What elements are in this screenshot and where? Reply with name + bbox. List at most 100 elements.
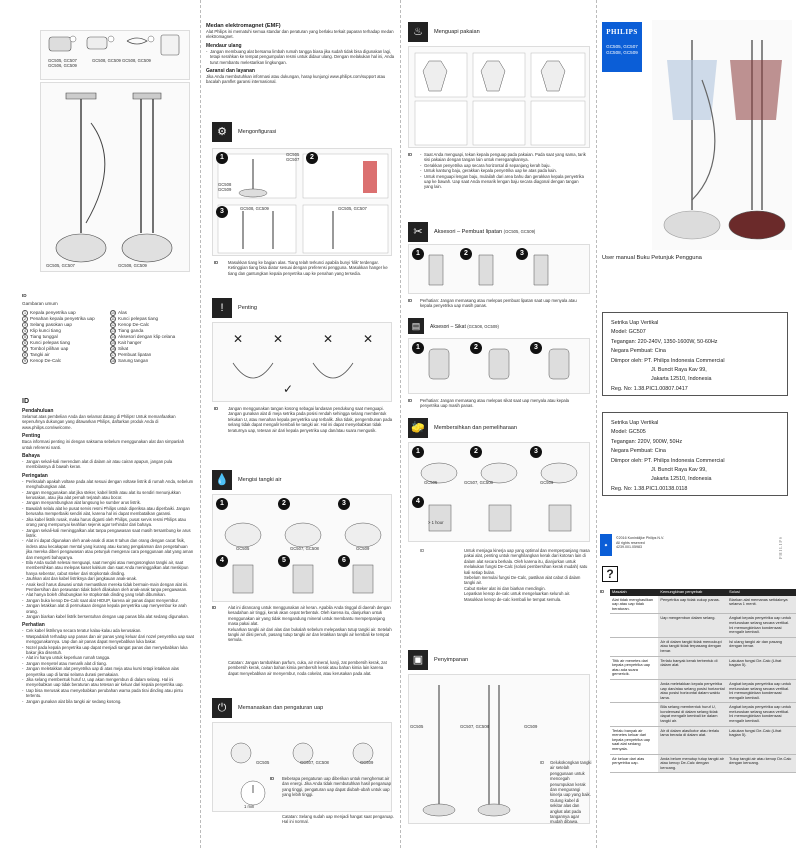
step-1-marker: 1 — [412, 248, 424, 260]
emf-heading: Medan elektromagnet (EMF) — [206, 23, 281, 29]
part-label: Tangki air — [30, 352, 50, 358]
table-cell: Terlalu banyak air menetes keluar dari k… — [610, 726, 659, 755]
spec-line: Diimpor oleh: PT. Philips Indonesia Comm… — [611, 457, 725, 464]
store-note: Gelukokongkan tangki air setelah penggun… — [550, 760, 592, 825]
steaming-garment-illustration — [414, 52, 586, 146]
configure-title: Mengonfigurasi — [238, 129, 277, 135]
guarantee-heading: Garansi dan layanan — [206, 68, 255, 75]
table-header-cell: Solusi — [727, 589, 796, 596]
brush-title: Aksesori – Sikat (GC508, GC509) — [430, 324, 499, 330]
fill-caution: Catatan: Jangan tambahkan parfum, cuka, … — [228, 660, 387, 676]
table-cell: Anda meletakkan kepala penyetrika uap da… — [658, 679, 728, 704]
part-number: 1 — [22, 310, 28, 317]
safety-section: ID Pendahuluan Selamat atas pembelian An… — [22, 395, 194, 705]
table-cell — [610, 679, 659, 704]
part-label: Tiang tunggal — [30, 334, 58, 340]
step-2-marker: 2 — [460, 248, 472, 260]
id-tag: ID — [270, 776, 275, 781]
column-cover: PHILIPS GC505, GC507 GC508, GC509 User m… — [596, 0, 802, 848]
table-cell: Angkat kepala penyetrika uap untuk melur… — [727, 613, 796, 638]
part-label: Selang pasokan uap — [30, 322, 72, 328]
id-tag: ID — [214, 406, 219, 411]
heat-caution: Catatan: Selang sudah uap menjadi hangat… — [282, 814, 394, 825]
part-number: 17 — [110, 352, 116, 359]
brand-box: PHILIPS GC505, GC507 GC508, GC509 — [602, 22, 642, 72]
part-number: 18 — [110, 358, 116, 365]
overview-model-label: GC505, GC507 — [46, 263, 75, 268]
store-model-label: GC505 — [410, 724, 424, 729]
steam-tip: Gerakkan penyetrika uap secara horizonta… — [420, 163, 588, 169]
table-cell — [610, 637, 659, 657]
configure-illustration — [217, 153, 389, 254]
fill-model-label: GC505 — [236, 546, 250, 551]
spec-line: Diimpor oleh: PT. Philips Indonesia Comm… — [611, 357, 725, 364]
table-cell: Air di dalam tangki tidak mencukupi atau… — [658, 637, 728, 657]
table-cell: Isi ulang tangki air dan pasang dengan b… — [727, 637, 796, 657]
clean-title: Membersihkan dan pemeliharaan — [434, 425, 518, 431]
accessory-model-label: GC508, GC509 GC508, GC509 — [92, 58, 151, 63]
storage-illustration — [422, 685, 511, 817]
steam-tips-list: Saat Anda menguapi, tekan kepala penguap… — [420, 152, 588, 190]
question-icon: ? — [602, 566, 618, 582]
clean-model-label: GC505 — [424, 480, 438, 485]
heat-figure — [212, 722, 392, 812]
svg-text:✕: ✕ — [233, 332, 243, 346]
recycle-heading: Mendaur ulang — [206, 42, 242, 49]
heat-note: Beberapa pengaturan uap diberikan untuk … — [282, 776, 391, 798]
part-label: Tombol pilihan uap — [30, 346, 69, 352]
table-cell: Tutup tangki air atau kenop De-Calc deng… — [727, 754, 796, 774]
store-figure — [408, 674, 590, 824]
part-label: Kait hanger — [118, 340, 142, 346]
important-figure: ✕ ✕ ✕ ✕ ✓ — [212, 322, 392, 402]
table-cell: Terlalu banyak kerak terbentuk di dalam … — [658, 656, 728, 680]
part-number: 10 — [110, 310, 116, 317]
clean-note: Untuk menjaga kinerja uap yang optimal d… — [464, 548, 590, 602]
heat-model-label: GC507, GC508 — [300, 760, 329, 765]
steam-tip: Saat Anda menguapi, tekan kepala penguap… — [420, 152, 588, 163]
decalc-illustration — [420, 462, 578, 532]
crease-title-text: Aksesori – Pembuat lipatan — [434, 229, 503, 235]
svg-text:✕: ✕ — [323, 332, 333, 346]
fill-figure — [212, 494, 392, 602]
part-number: 3 — [22, 322, 28, 329]
step-6-marker: 6 — [338, 555, 350, 567]
id-tag: ID — [540, 760, 545, 765]
table-row: Anda meletakkan kepala penyetrika uap da… — [610, 679, 796, 704]
configure-model-label: GC508 GC509 — [218, 182, 232, 193]
part-label: Penahan kepala penyetrika uap — [30, 316, 95, 322]
guarantee-text: Jika Anda membutuhkan informasi atau duk… — [206, 74, 386, 85]
configure-model-label: GC505, GC507 — [338, 206, 367, 211]
id-tag: ID — [408, 298, 413, 303]
table-body: Alat tidak menghasilkan uap atau uap tid… — [610, 595, 796, 774]
warning-item: Jangan biarkan kabel listrik bersentuhan… — [22, 614, 194, 620]
step-2-marker: 2 — [278, 498, 290, 510]
warning-list: Periksalah apakah voltase pada alat sesu… — [22, 479, 194, 620]
warning-item: Jangan sekali-kali meninggalkan alat tan… — [22, 528, 194, 539]
caution-item: Jika selang membentuk huruf U, uap akan … — [22, 677, 194, 688]
danger-heading: Bahaya — [22, 453, 40, 460]
overview-title: Gambaran umum — [22, 300, 58, 306]
part-number: 16 — [110, 346, 116, 353]
caution-item: Jangan menyetel atau menarik alat di tia… — [22, 661, 194, 667]
part-number: 12 — [110, 322, 116, 329]
fill-note: Alat ini dirancang untuk menggunakan air… — [228, 605, 392, 643]
important-note: Jangan menggunakan tangan kosong sebagai… — [228, 406, 393, 433]
caution-item: Jangan meletakkan alat penyetrika uap di… — [22, 666, 194, 677]
table-header-cell: Kemungkinan penyebab — [658, 589, 728, 596]
table-cell: Titik air menetes dari kepala penyetrika… — [610, 656, 659, 680]
step-4-marker: 4 — [216, 555, 228, 567]
part-number: 8 — [22, 352, 28, 359]
spec-line: Jl. Buncit Raya Kav 99, — [651, 367, 707, 374]
clean-model-label: GC507, GC508 — [464, 480, 493, 485]
model-numbers: GC505, GC507 GC508, GC509 — [606, 44, 638, 55]
step-1-marker: 1 — [412, 446, 424, 458]
table-row: Air keluar dari alas penyetrika uap.Anda… — [610, 754, 796, 774]
part-label: Tiang ganda — [118, 328, 144, 334]
